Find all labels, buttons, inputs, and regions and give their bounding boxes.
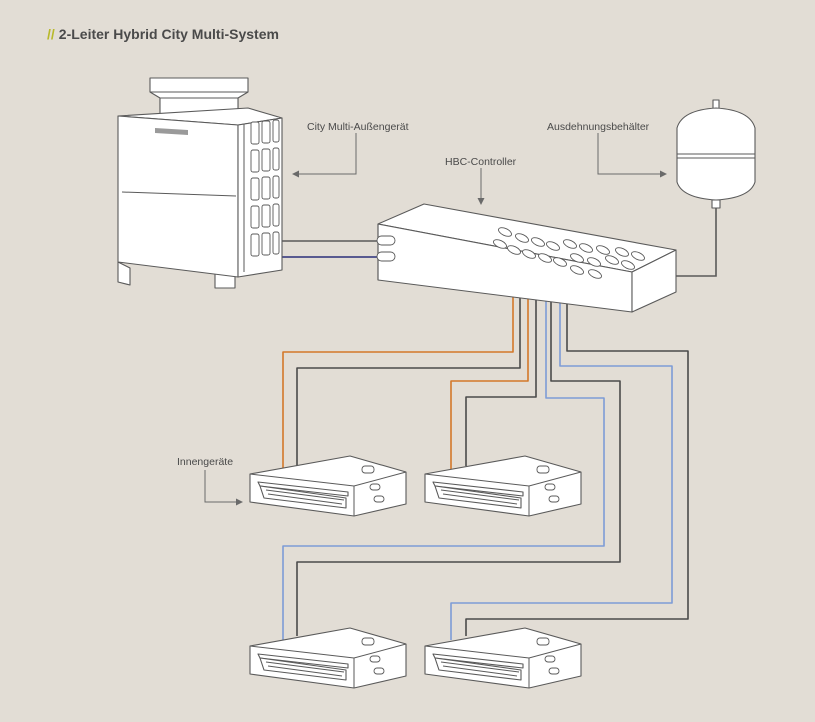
diagram-title: //2-Leiter Hybrid City Multi-System — [47, 26, 279, 42]
indoor-unit-1 — [249, 455, 407, 517]
pipe-dark-unit2 — [465, 245, 537, 466]
pipe-blue-unit4 — [450, 262, 673, 640]
pipe-orange-unit2 — [450, 237, 529, 470]
tank-pipe — [676, 206, 717, 277]
label-indoor-units: Innengeräte — [177, 456, 234, 468]
indoor-unit-3 — [249, 627, 407, 689]
indoor-unit-2 — [424, 455, 582, 517]
pipe-dark-unit1 — [296, 243, 521, 466]
label-arrows — [204, 133, 667, 506]
expansion-tank — [676, 99, 756, 209]
arrow-indoor-units — [204, 470, 238, 503]
label-hbc-controller: HBC-Controller — [445, 156, 517, 168]
title-slash: // — [47, 26, 55, 42]
pipe-dark-unit4 — [465, 268, 689, 636]
label-expansion-tank: Ausdehnungsbehälter — [547, 121, 650, 133]
label-outdoor-unit: City Multi-Außengerät — [307, 121, 409, 133]
arrow-outdoor-unit — [296, 133, 357, 175]
refrigerant-lines — [280, 240, 378, 258]
pipe-dark-unit3 — [296, 258, 621, 636]
indoor-unit-4 — [424, 627, 582, 689]
arrow-expansion-tank — [597, 133, 662, 175]
title-text: 2-Leiter Hybrid City Multi-System — [58, 26, 279, 42]
pipe-blue-unit3 — [282, 250, 605, 640]
hbc-controller — [376, 203, 677, 313]
outdoor-unit — [117, 77, 283, 289]
